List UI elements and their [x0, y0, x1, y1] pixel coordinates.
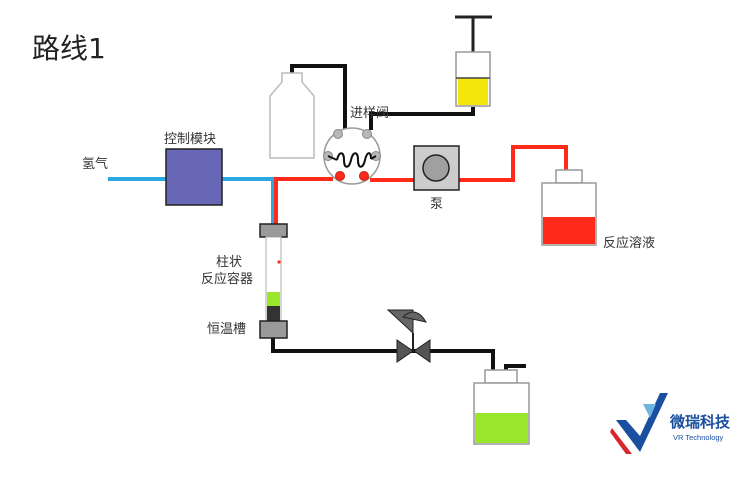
product-bottle-icon: [473, 369, 530, 445]
logo-name-en: VR Technology: [673, 433, 724, 442]
hydrogen-label: 氢气: [82, 156, 108, 172]
column-reactor-label-line1: 柱状: [216, 255, 242, 270]
reaction-solution-bottle-icon: [541, 169, 597, 246]
column-reactor-label-line2: 反应容器: [201, 271, 253, 287]
injection-valve-icon: [323, 127, 381, 185]
pump-icon: [413, 145, 460, 191]
control-module-label: 控制模块: [164, 132, 216, 147]
pump-label: 泵: [430, 197, 443, 212]
column-reactor-icon: [259, 223, 288, 339]
back-pressure-valve-icon: [386, 309, 431, 363]
vr-technology-logo: 微瑞科技 VR Technology: [610, 393, 731, 454]
reaction-solution-label: 反应溶液: [603, 235, 655, 251]
solvent-bottle-icon: [269, 72, 315, 159]
hydrogen-line: [108, 177, 275, 224]
diagram-title: 路线1: [32, 32, 106, 65]
syringe-icon: [455, 15, 492, 107]
thermostat-label: 恒温槽: [207, 322, 246, 337]
control-module: [165, 148, 223, 206]
injection-valve-label: 进样阀: [350, 106, 389, 121]
logo-name-cn: 微瑞科技: [669, 413, 731, 431]
